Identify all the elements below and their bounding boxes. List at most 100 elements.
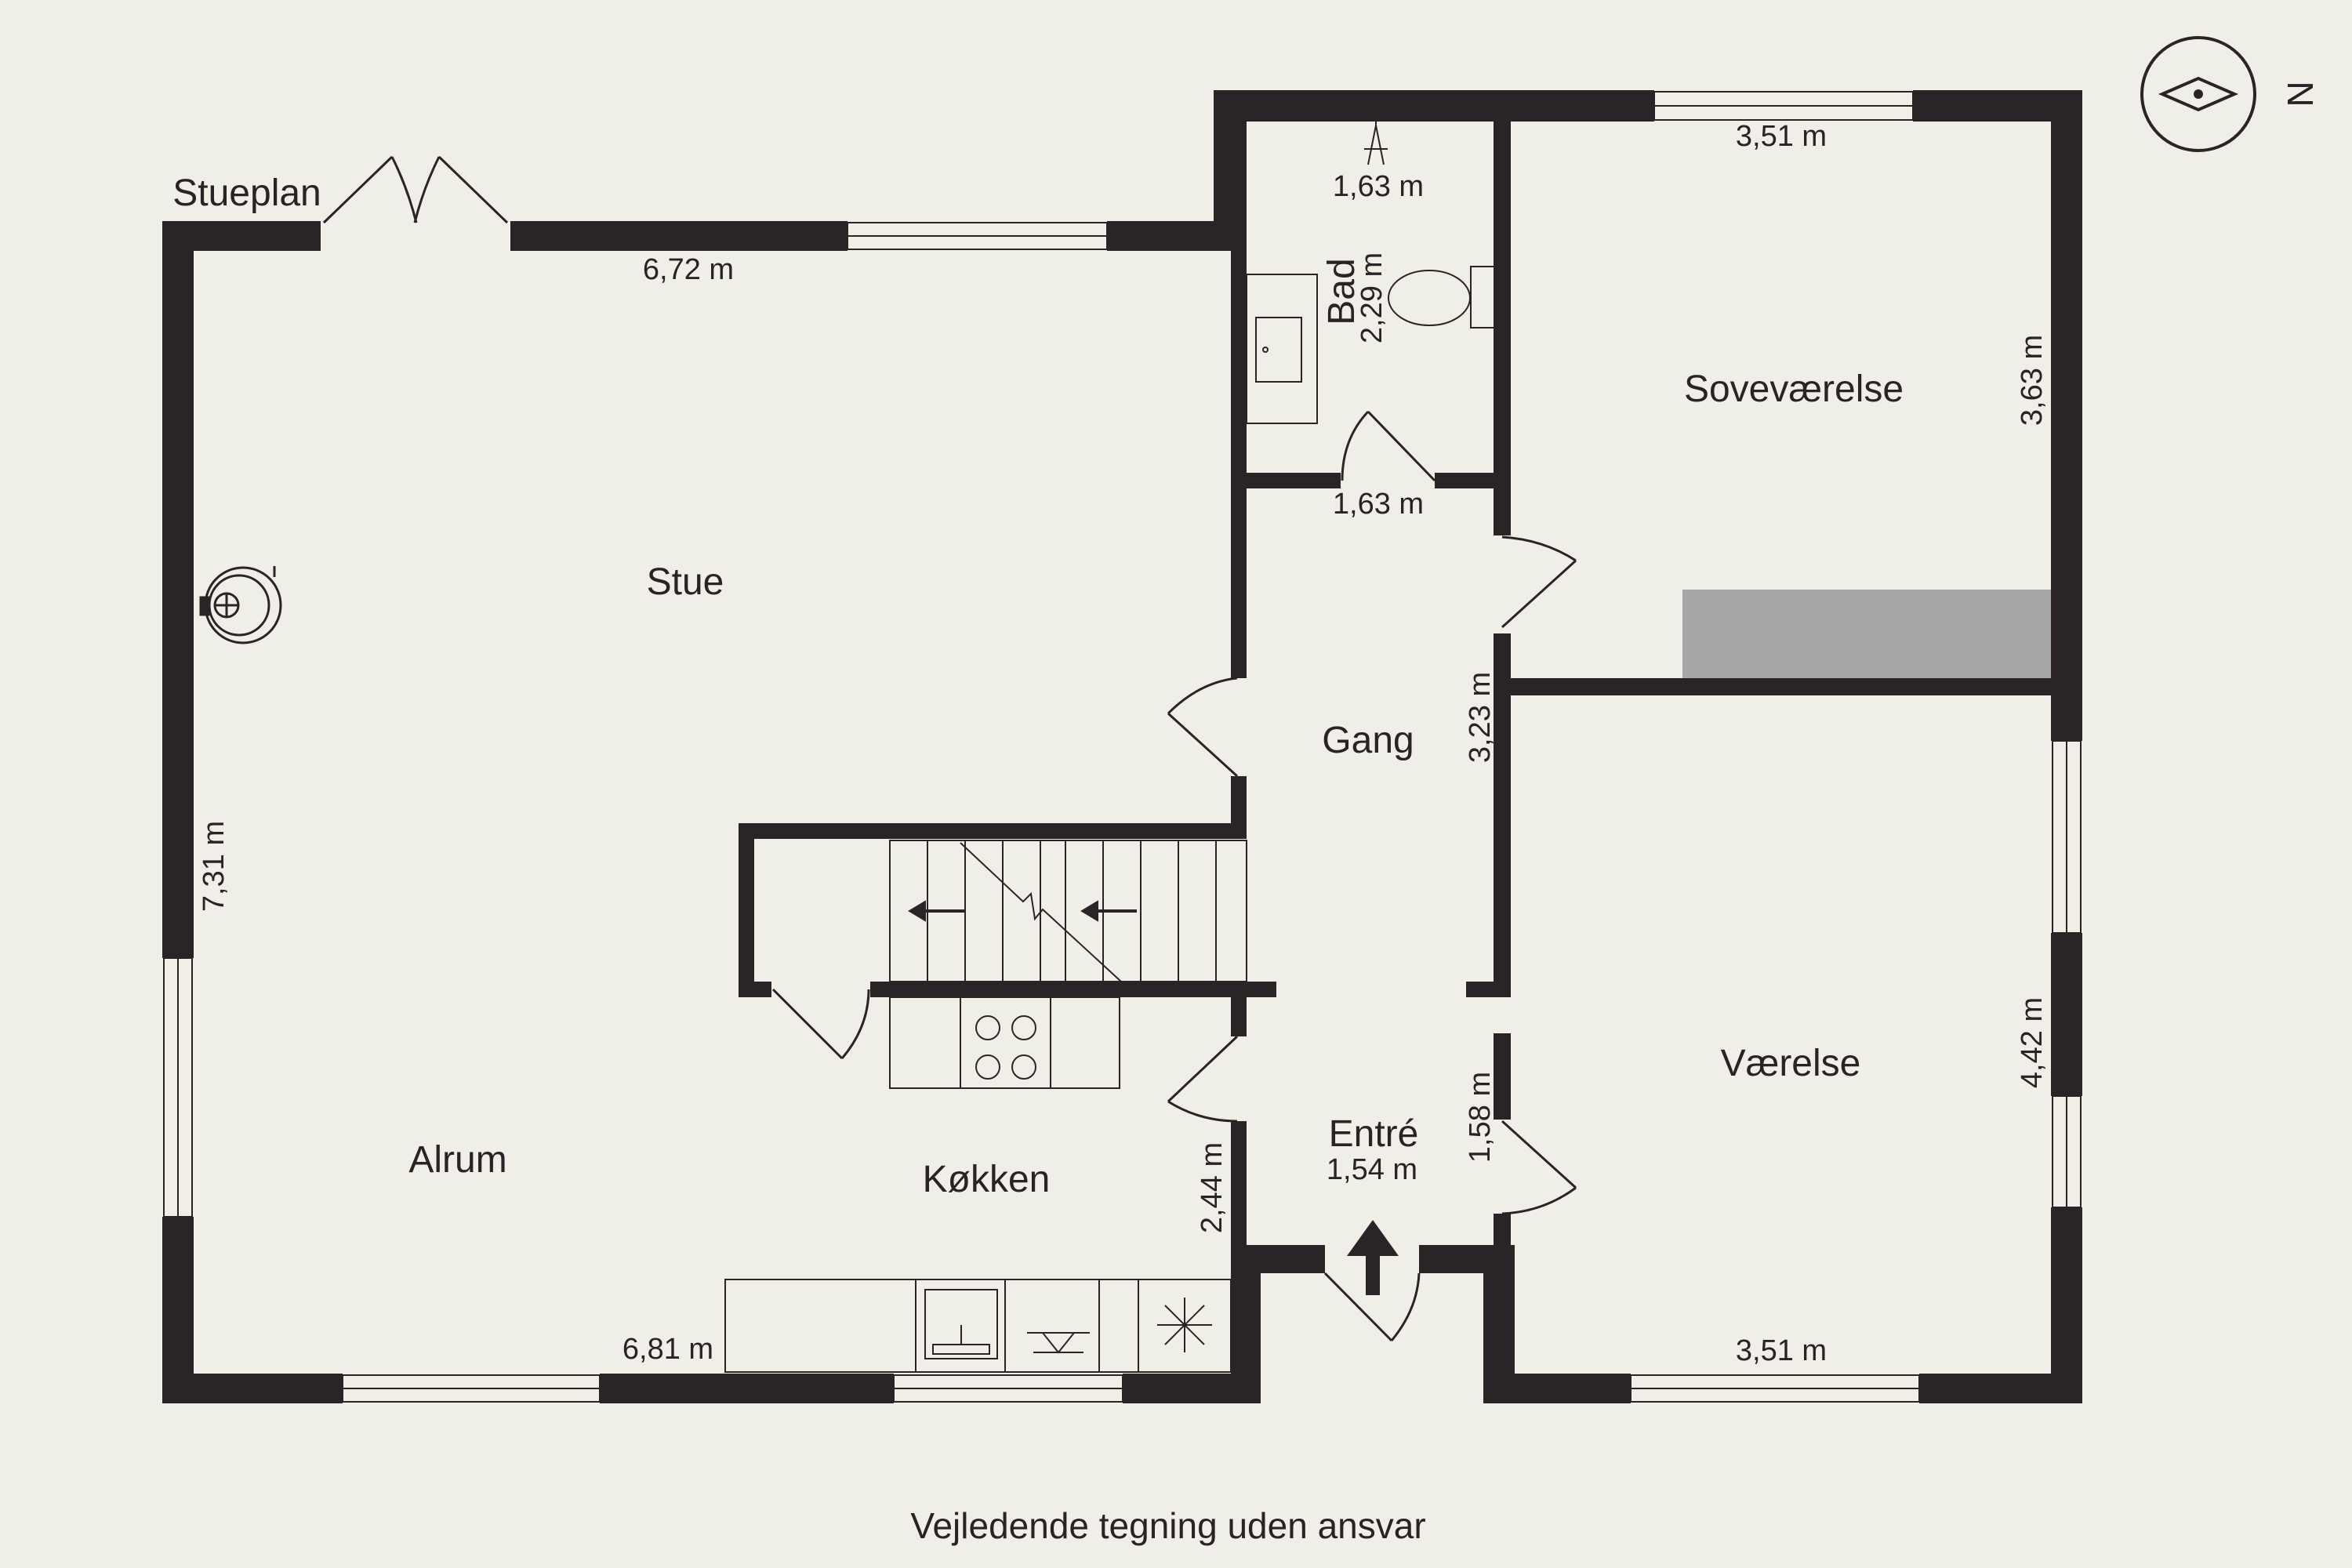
wall bbox=[1214, 90, 1654, 122]
wall bbox=[1435, 473, 1501, 488]
wall bbox=[1483, 1374, 1631, 1403]
stair-arrow-head bbox=[908, 900, 926, 922]
counter bbox=[724, 1279, 1232, 1373]
door-swing bbox=[1501, 535, 1577, 562]
wall bbox=[1466, 982, 1511, 997]
stair-outline bbox=[889, 840, 1247, 982]
exterior-walls bbox=[162, 90, 2082, 1403]
door-swing bbox=[840, 989, 870, 1059]
wall bbox=[1494, 122, 1511, 535]
stair-break-line bbox=[960, 842, 1122, 982]
stove-handle bbox=[199, 596, 210, 616]
dimension-vaer-width: 3,51 m bbox=[1736, 1334, 1827, 1367]
room-label-entre: Entré bbox=[1329, 1113, 1419, 1155]
dimension-bad-height: 2,29 m bbox=[1356, 252, 1388, 343]
freezer-icon bbox=[1157, 1298, 1212, 1352]
burner bbox=[1011, 1054, 1036, 1080]
vent-icon bbox=[1364, 122, 1388, 165]
door-swing bbox=[1167, 677, 1238, 715]
drain bbox=[1262, 347, 1269, 353]
wall bbox=[162, 1217, 194, 1403]
burner bbox=[975, 1054, 1000, 1080]
wall bbox=[510, 221, 848, 251]
door-leaf bbox=[437, 155, 509, 224]
room-label-gang: Gang bbox=[1322, 720, 1414, 761]
room-label-vaerelse: Værelse bbox=[1721, 1043, 1861, 1084]
door bbox=[1501, 1120, 1577, 1215]
wall bbox=[1231, 994, 1247, 1036]
stair-arrow-head bbox=[1080, 900, 1098, 922]
dimension-vaer-height: 4,42 m bbox=[2016, 997, 2049, 1088]
stove-icon bbox=[199, 566, 282, 644]
plan-title: Stueplan bbox=[172, 172, 321, 214]
burner bbox=[1011, 1015, 1036, 1040]
wall bbox=[739, 982, 771, 997]
dimension-stue-width: 6,72 m bbox=[643, 253, 734, 286]
windows bbox=[163, 91, 2082, 1403]
door-swing bbox=[1341, 410, 1370, 481]
door-swing bbox=[390, 156, 418, 223]
door bbox=[1167, 1035, 1239, 1123]
door-swing bbox=[1167, 1100, 1238, 1123]
dimension-bad-bottom: 1,63 m bbox=[1333, 488, 1424, 521]
kitchen-fixtures bbox=[724, 996, 1232, 1373]
wall bbox=[1231, 1121, 1247, 1254]
dimension-sove-width: 3,51 m bbox=[1736, 120, 1827, 153]
compass-icon bbox=[2140, 36, 2256, 152]
dimension-bad-top: 1,63 m bbox=[1333, 170, 1424, 203]
wall bbox=[1231, 776, 1247, 823]
wall bbox=[600, 1374, 894, 1403]
kitchen-sink-icon bbox=[924, 1289, 998, 1359]
door bbox=[1501, 535, 1577, 629]
wall bbox=[162, 1374, 343, 1403]
door-leaf bbox=[1167, 712, 1239, 778]
door-leaf bbox=[1367, 410, 1436, 482]
wall bbox=[870, 982, 1276, 997]
wall bbox=[739, 823, 754, 997]
wall bbox=[1494, 678, 1511, 996]
sink-icon bbox=[1255, 317, 1302, 383]
compass-ring bbox=[2140, 36, 2256, 152]
door bbox=[771, 988, 870, 1060]
doors bbox=[322, 155, 1577, 1342]
stove-top-icon bbox=[975, 1015, 1036, 1080]
wall bbox=[1107, 221, 1225, 251]
room-label-kokken: Køkken bbox=[923, 1159, 1051, 1200]
wall bbox=[1494, 1033, 1511, 1120]
shower bbox=[1246, 274, 1318, 424]
dimension-entre-width: 1,54 m bbox=[1327, 1153, 1417, 1186]
footer-disclaimer: Vejledende tegning uden ansvar bbox=[910, 1505, 1425, 1546]
compass-center bbox=[2194, 89, 2203, 99]
burner bbox=[975, 1015, 1000, 1040]
dishwasher-icon bbox=[1027, 1332, 1090, 1354]
counter-island bbox=[889, 996, 1120, 1089]
dimension-gang-height: 3,23 m bbox=[1464, 672, 1497, 763]
bathroom-fixtures bbox=[1246, 122, 1495, 424]
dimension-kokken-height: 2,44 m bbox=[1196, 1142, 1229, 1233]
french-door bbox=[322, 155, 509, 224]
wall bbox=[1511, 678, 2082, 695]
staircase bbox=[889, 840, 1247, 982]
wall bbox=[1494, 1214, 1511, 1261]
door-swing bbox=[1501, 1186, 1577, 1215]
door-leaf bbox=[322, 155, 394, 224]
door-leaf bbox=[771, 988, 844, 1060]
room-label-alrum: Alrum bbox=[408, 1139, 506, 1181]
door-leaf bbox=[1501, 1120, 1577, 1189]
wall bbox=[1247, 473, 1341, 488]
compass-label: N bbox=[2280, 81, 2321, 107]
wall bbox=[162, 221, 194, 958]
door-leaf bbox=[1501, 559, 1577, 629]
room-label-sovevaerelse: Soveværelse bbox=[1684, 368, 1904, 410]
dimension-entre-height: 1,58 m bbox=[1464, 1072, 1497, 1163]
wall bbox=[2051, 90, 2082, 741]
wall bbox=[739, 823, 1247, 839]
interior-walls bbox=[739, 122, 2082, 1261]
wall bbox=[1913, 90, 2082, 122]
dimension-stue-height: 7,31 m bbox=[198, 821, 230, 912]
wardrobe bbox=[1682, 590, 2051, 678]
entrance-arrow-icon bbox=[1347, 1220, 1399, 1295]
door-leaf bbox=[1323, 1272, 1393, 1342]
wall bbox=[2051, 1207, 2082, 1403]
